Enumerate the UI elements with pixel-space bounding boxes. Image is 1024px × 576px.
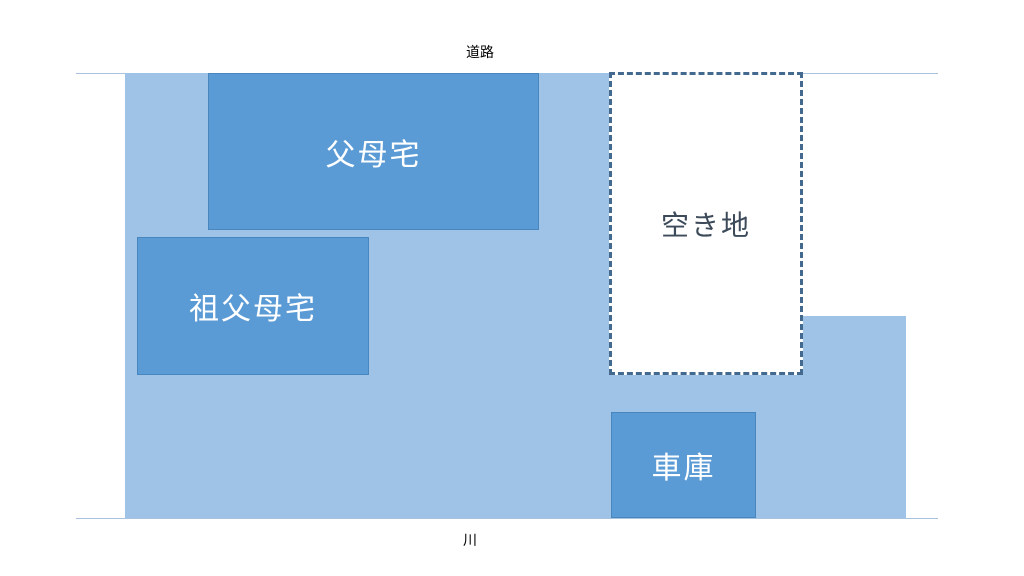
parents-house: 父母宅 xyxy=(208,73,539,230)
river-boundary-line xyxy=(76,518,938,519)
garage: 車庫 xyxy=(611,412,756,518)
river-label: 川 xyxy=(463,533,477,549)
road-label: 道路 xyxy=(466,45,494,61)
vacant-lot: 空き地 xyxy=(609,72,803,375)
grandparents-house: 祖父母宅 xyxy=(137,237,369,375)
